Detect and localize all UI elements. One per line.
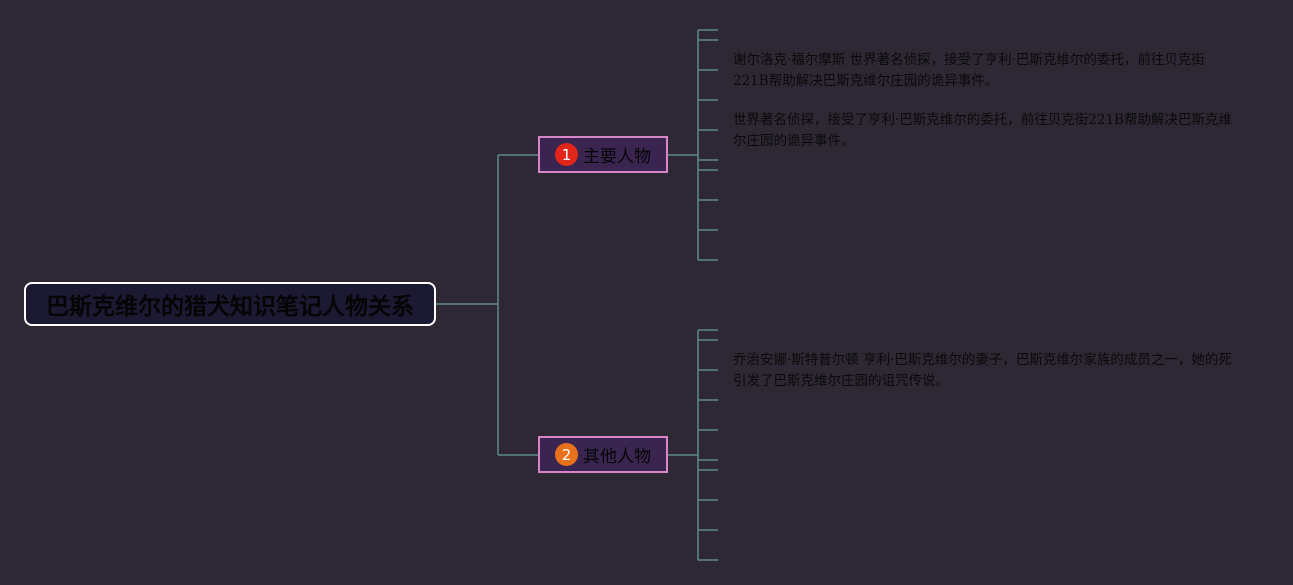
priority-badge-icon: 1	[555, 143, 578, 166]
branch-node-other-characters[interactable]: 2 其他人物	[538, 436, 668, 473]
leaf-note[interactable]: 世界著名侦探，接受了亨利·巴斯克维尔的委托，前往贝克街221B帮助解决巴斯克维尔…	[733, 112, 1232, 149]
leaf-note[interactable]: 乔治安娜·斯特普尔顿 亨利·巴斯克维尔的妻子，巴斯克维尔家族的成员之一，她的死引…	[733, 352, 1232, 389]
branch-label: 其他人物	[583, 447, 651, 467]
leaf-note[interactable]: 谢尔洛克·福尔摩斯 世界著名侦探，接受了亨利·巴斯克维尔的委托，前往贝克街221…	[733, 52, 1205, 89]
branch-node-main-characters[interactable]: 1 主要人物	[538, 136, 668, 173]
root-node[interactable]: 巴斯克维尔的猎犬知识笔记人物关系	[24, 282, 436, 326]
root-title: 巴斯克维尔的猎犬知识笔记人物关系	[46, 294, 414, 320]
branch-label: 主要人物	[583, 147, 651, 167]
priority-badge-icon: 2	[555, 443, 578, 466]
